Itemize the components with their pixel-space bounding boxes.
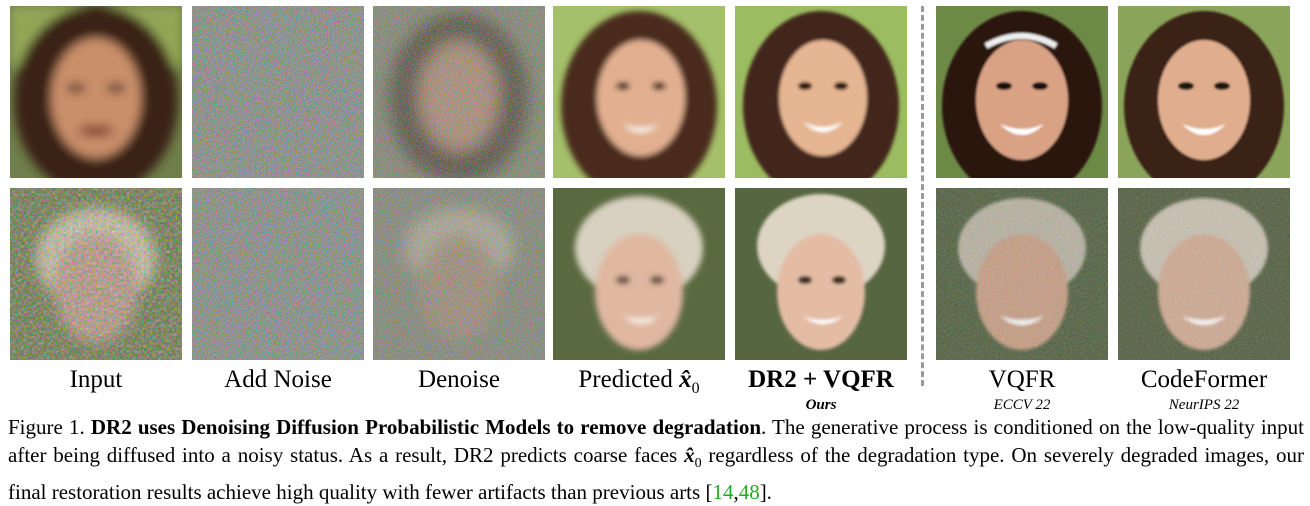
denoise-image-woman: [373, 188, 545, 360]
dr2-vqfr-image-woman: [735, 188, 907, 360]
caption-math-subscript: 0: [694, 456, 702, 472]
column-label-add-noise: Add Noise: [224, 366, 332, 393]
column-label-predicted: Predicted x̂0: [553, 364, 725, 405]
predicted-label-text: Predicted: [578, 366, 673, 393]
vqfr-image-girl: [936, 6, 1108, 178]
caption-math: x̂: [684, 443, 695, 467]
caption-text-1: . The generative process is conditioned …: [8, 415, 1304, 467]
add-noise-image-girl: [192, 6, 364, 178]
codeformer-image-girl: [1118, 6, 1290, 178]
citation-link-14[interactable]: 14: [712, 480, 734, 505]
predicted-image-woman: [553, 188, 725, 360]
column-label-codeformer: CodeFormer: [1140, 366, 1268, 393]
column-sub-neurips: NeurIPS 22: [1168, 397, 1240, 413]
predicted-label-math: x̂: [679, 366, 692, 393]
caption-bold-title: DR2 uses Denoising Diffusion Probabilist…: [90, 415, 762, 439]
column-sub-ours: Ours: [805, 397, 837, 413]
predicted-label-subscript: 0: [691, 380, 700, 397]
input-image-girl: [10, 6, 182, 178]
column-sub-eccv: ECCV 22: [993, 397, 1051, 413]
denoise-image-girl: [373, 6, 545, 178]
predicted-image-girl: [553, 6, 725, 178]
vqfr-image-woman: [936, 188, 1108, 360]
column-label-dr2-vqfr: DR2 + VQFR: [748, 366, 894, 393]
input-image-woman: [10, 188, 182, 360]
add-noise-image-woman: [192, 188, 364, 360]
caption-text-2: regardless of the degradation type. On s…: [8, 443, 1305, 505]
caption-prefix: Figure 1.: [8, 415, 85, 439]
column-label-denoise: Denoise: [418, 366, 500, 393]
dr2-vqfr-image-girl: [735, 6, 907, 178]
column-label-input: Input: [69, 366, 123, 393]
codeformer-image-woman: [1118, 188, 1290, 360]
figure-caption: Figure 1. DR2 uses Denoising Diffusion P…: [8, 413, 1304, 506]
citation-link-48[interactable]: 48: [738, 480, 760, 505]
caption-text-3: ].: [759, 480, 772, 505]
column-label-vqfr: VQFR: [988, 366, 1056, 393]
citation-separator: ,: [733, 480, 739, 505]
method-divider: [921, 6, 924, 386]
